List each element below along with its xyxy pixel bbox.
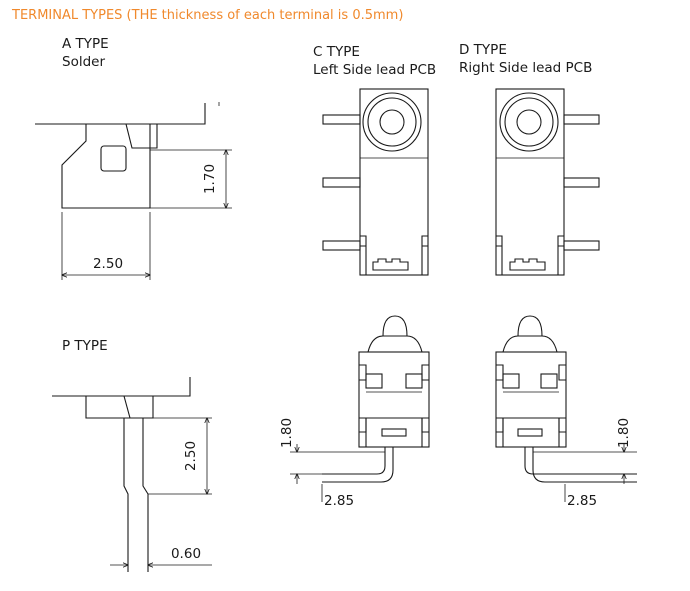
d-type-height-dimension: 1.80 [616, 418, 632, 448]
c-type-label: C TYPE [313, 44, 360, 60]
p-type-drawing: P TYPE 2.50 0.60 [52, 338, 212, 572]
a-type-sublabel: Solder [62, 54, 105, 70]
p-type-label: P TYPE [62, 338, 108, 354]
page-title: TERMINAL TYPES (THE thickness of each te… [11, 8, 403, 23]
c-type-height-dimension: 1.80 [279, 418, 295, 448]
d-type-label: D TYPE [459, 42, 507, 58]
d-type-top-view: D TYPE Right Side lead PCB [459, 42, 600, 276]
a-type-height-dimension: 1.70 [202, 164, 218, 194]
c-type-top-view: C TYPE Left Side lead PCB [313, 44, 436, 276]
d-type-offset-dimension: 2.85 [567, 493, 597, 509]
c-type-side-view: 1.80 2.85 [279, 315, 430, 509]
c-type-offset-dimension: 2.85 [324, 493, 354, 509]
a-type-width-dimension: 2.50 [93, 256, 123, 272]
a-type-label: A TYPE [62, 36, 109, 52]
d-type-side-view: 1.80 2.85 [495, 315, 637, 509]
p-type-length-dimension: 2.50 [183, 441, 199, 471]
p-type-width-dimension: 0.60 [171, 546, 201, 562]
a-type-drawing: A TYPE Solder 1.70 2.50 [35, 36, 232, 280]
c-type-sublabel: Left Side lead PCB [313, 62, 436, 78]
d-type-sublabel: Right Side lead PCB [459, 60, 592, 76]
